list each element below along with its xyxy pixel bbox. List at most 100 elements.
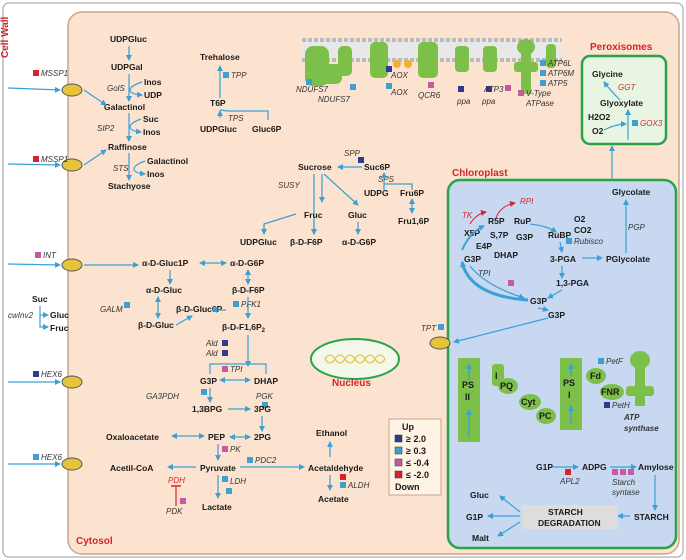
bdgluc-label: β-D-Gluc (138, 320, 174, 330)
complex-iii (370, 42, 388, 78)
calvin-cycle: RPI TK R5P RuP X5P S,7P G3P RuBP O2 CO2 … (453, 187, 651, 344)
expression-square (486, 86, 492, 92)
malt-label: Malt (472, 533, 489, 543)
mitochondrial-membrane: NDUFS7 NDUFS7 AOX AOX QCR6 ppa ppa ATP3 … (296, 38, 574, 108)
expression-square (233, 301, 239, 307)
g1p-label: G1P (466, 512, 483, 522)
1-3-pga-label: 1,3-PGA (556, 278, 589, 288)
gox3-label: GOX3 (640, 119, 663, 128)
expression-square (458, 86, 464, 92)
aox-label: AOX (390, 71, 409, 80)
gols-label: GolS (107, 84, 125, 93)
s7p-label: S,7P (490, 230, 509, 240)
bdf16p-text: β-D-F1,6P (222, 322, 262, 332)
atp6l-label: ATP6L (547, 59, 572, 68)
legend-box (388, 418, 442, 496)
ndufs7-label: NDUFS7 (318, 95, 351, 104)
fnr-label: FNR (601, 387, 620, 397)
arrow (129, 118, 142, 135)
arrow (469, 210, 487, 225)
g3p-label: G3P (200, 376, 217, 386)
gluc-label: Gluc (348, 210, 367, 220)
expression-square (35, 252, 41, 258)
bdf6p-label: β-D-F6P (232, 285, 265, 295)
ga3pdh-label: GA3PDH (146, 392, 179, 401)
inos-label: Inos (143, 127, 161, 137)
qcr6-label: QCR6 (418, 91, 441, 100)
int-label: INT (43, 251, 57, 260)
expression-square (340, 474, 346, 480)
hex6-label: HEX6 (41, 370, 62, 379)
legend-item-label: ≥ 0.3 (406, 446, 426, 456)
aox-dot (404, 60, 412, 68)
co2-label: CO2 (574, 225, 592, 235)
starch-syntase-label: Starch (612, 478, 636, 487)
gluc6p-label: Gluc6P (252, 124, 282, 134)
rup-label: RuP (514, 216, 531, 226)
udp-label: UDP (144, 90, 162, 100)
gluc-label: Gluc (470, 490, 489, 500)
ald-label: Ald (205, 339, 218, 348)
arrow (537, 306, 549, 312)
expression-square (540, 60, 546, 66)
fruc-label: Fruc (50, 323, 69, 333)
complex-i-arm (322, 64, 342, 84)
arrow (7, 161, 61, 168)
expression-square (386, 83, 392, 89)
sucrose-pathway: SPP Sucrose Suc6P SPS SUSY UDPG Fru6P Fr… (240, 149, 430, 247)
arrow (558, 241, 564, 253)
photosystem-ii (458, 358, 480, 442)
expression-square (540, 70, 546, 76)
starch-pathway: G1P APL2 ADPG Starch syntase Amylose STA… (466, 462, 674, 543)
expression-square (628, 469, 634, 475)
tpi-label: TPI (478, 269, 491, 278)
susy-label: SUSY (278, 181, 300, 190)
transporter-oval (61, 83, 83, 97)
expression-square (620, 469, 626, 475)
g1p-label: G1P (536, 462, 553, 472)
raffinose-pathway: UDPGluc UDPGal GolS Inos UDP Galactinol … (83, 34, 188, 191)
aox-label: AOX (390, 88, 409, 97)
arrow (83, 149, 107, 166)
expression-square (33, 70, 39, 76)
peth-label: PetH (612, 401, 630, 410)
ps2-label: PS (462, 380, 474, 390)
pep-label: PEP (208, 432, 225, 442)
peroxisome-pathway: Glycine GGT Glyoxylate H2O2 O2 GOX3 (588, 69, 663, 180)
atp-synthase-ring (514, 62, 538, 72)
acetylcoa-label: Acetil-CoA (110, 463, 153, 473)
sip2-label: SIP2 (97, 124, 115, 133)
pfk1-label: PFK1 (241, 300, 261, 309)
amylose-label: Amylose (638, 462, 674, 472)
legend-up: Up (402, 422, 414, 432)
expression-square (565, 469, 571, 475)
legend-item-label: ≤ -2.0 (406, 470, 429, 480)
transporter-oval (61, 375, 83, 389)
expression-square (612, 469, 618, 475)
ps1-numeral: I (568, 390, 571, 400)
suc-label: Suc (32, 294, 48, 304)
cycle-arrow (460, 261, 529, 302)
trehalose-label: Trehalose (200, 52, 240, 62)
fru6p-label: Fru6P (400, 188, 424, 198)
udpgluc-label: UDPGluc (110, 34, 147, 44)
peroxisome-region (580, 54, 668, 146)
pq (498, 378, 518, 394)
legend-swatch (394, 446, 403, 455)
suc-label: Suc (143, 114, 159, 124)
pyruvate-label: Pyruvate (200, 463, 236, 473)
expression-square (566, 238, 572, 244)
arrow (529, 223, 557, 233)
expression-square (340, 482, 346, 488)
hex6-label: HEX6 (41, 453, 62, 462)
expression-square (33, 156, 39, 162)
expression-square (247, 457, 253, 463)
legend-swatch (394, 470, 403, 479)
arrow (497, 521, 521, 537)
tk-label: TK (462, 211, 473, 220)
tpi-label: TPI (230, 365, 243, 374)
starch-degradation-box (522, 505, 618, 529)
starch-degradation-label: STARCH (548, 507, 583, 517)
h2o2-label: H2O2 (588, 112, 610, 122)
